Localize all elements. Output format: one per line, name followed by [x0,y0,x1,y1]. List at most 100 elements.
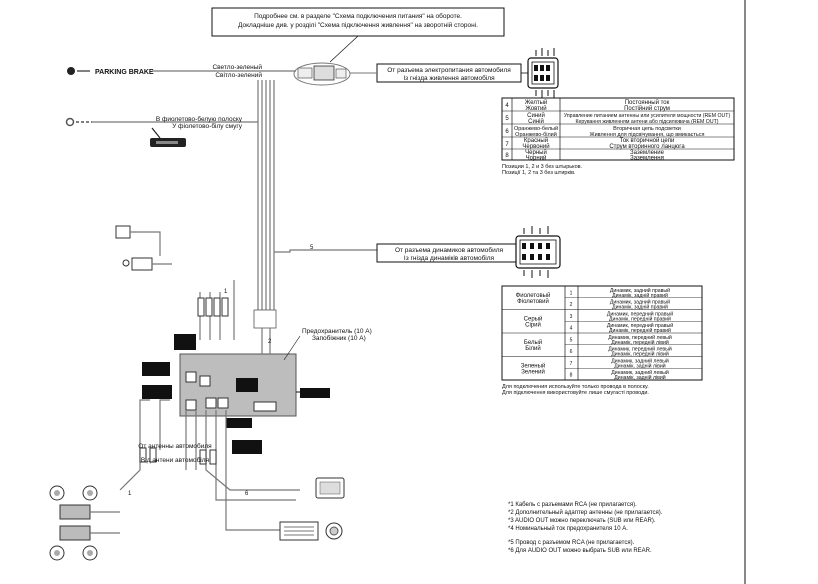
harness-connector-block [253,309,277,329]
speaker-row-pin: 3 [570,314,573,320]
parking-brake-label: PARKING BRAKE [95,69,154,76]
fuse-label-uk: Запобіжник (10 А) [312,334,366,342]
mic-jack-icon [122,259,130,267]
power-pin-table: 4 Желтый Жовтий Постоянный ток Постійний… [501,97,735,162]
callout-6: 6 [245,491,249,497]
power-harness-plug [293,62,351,86]
power-row-color-uk: Чорний [526,155,547,162]
parking-brake-terminal-icon [67,67,75,75]
speakers-group-icon [49,485,120,561]
note-item: *6 Для AUDIO OUT можно выбрать SUB или R… [508,548,652,554]
speaker-row-desc-ru: Динамик, задний левый [611,358,669,365]
speaker-row-desc-uk: Динамік, задній лівий [614,363,666,370]
remote-input-icon [115,225,131,239]
note-item: *5 Провод с разъемом RCA (не прилагается… [508,540,635,546]
speaker-row-desc-ru: Динамик, задний правый [610,299,670,306]
violet-stripe-uk: У фіолетово-білу смугу [172,122,242,130]
power-row-color-ru: Синий [527,112,545,119]
speaker-row-desc-uk: Динамік, передній правий [609,316,671,323]
tag-label-icon [226,418,252,428]
power-row-color-uk: Синій [528,118,544,125]
speaker-group-color-ru: Фиолетовый [516,292,551,299]
power-row-desc-ru: Заземление [630,150,665,156]
tag-label-icon [232,440,262,454]
power-row-color-ru: Желтый [525,99,548,106]
speaker-group-color-ru: Белый [524,339,542,346]
power-footnote-ru: Позиции 1, 2 и 3 без штырьков. [502,164,583,170]
power-row-pin: 8 [505,153,509,159]
power-row-color-uk: Жовтий [525,105,546,112]
speaker-row-desc-uk: Динамік, задній правий [612,292,668,299]
speaker-group-color-uk: Зелений [521,369,545,376]
speaker-row-desc-uk: Динамік, передній лівий [611,351,669,358]
callout-1b: 1 [128,491,132,497]
speaker-row-pin: 6 [570,349,573,355]
power-row-color-uk: Оранжево-білий [515,131,557,138]
antenna-label-ru: От антенны автомобиля [138,442,212,450]
speaker-connector-icon [515,226,561,278]
speaker-row-desc-ru: Динамик, передний левый [608,346,672,353]
power-row-color-ru: Оранжево-белый [514,125,558,132]
note-item: *4 Номинальный ток предохранителя 10 А. [508,525,628,532]
speaker-group-color-uk: Сірий [525,322,541,329]
rca-lead-wires [119,280,300,531]
speaker-row-pin: 2 [570,302,573,308]
speaker-row-pin: 4 [570,326,573,332]
speaker-pin-table: Фиолетовый Фіолетовий 1 Динамик, задний … [501,285,703,381]
power-row-color-uk: Червоний [522,143,549,150]
power-row-desc-uk: Керування живленням антени або підсилюва… [576,119,719,125]
power-row-pin: 4 [505,103,509,109]
rca-plug-icons [139,297,229,465]
speaker-footnote-uk: Для підключення використовуйте лише смуг… [502,389,649,396]
callout-2: 2 [268,339,272,345]
speaker-group-color-ru: Зеленый [521,363,546,370]
tag-label-icon [236,378,258,392]
speaker-row-desc-uk: Динамік, задній правий [612,304,668,311]
speaker-connector-title-ru: От разъема динамиков автомобиля [395,246,504,254]
note-item: *2 Дополнительный адаптер антенны (не пр… [508,509,663,516]
power-row-pin: 6 [505,129,509,135]
note-item: *3 AUDIO OUT можно переключать (SUB или … [508,518,656,524]
light-green-uk: Світло-зелений [215,71,262,79]
power-row-color-ru: Черный [525,149,547,156]
leader-line [329,35,359,63]
speaker-row-desc-ru: Динамик, задний правый [610,287,670,294]
speaker-row-desc-ru: Динамик, передний правый [607,311,673,318]
speaker-harness-wire [274,249,377,253]
power-row-pin: 7 [505,142,509,148]
power-footnote-uk: Позиції 1, 2 та 3 без штирків. [502,170,576,176]
speaker-footnote-ru: Для подключения используйте только прово… [502,383,649,390]
speaker-row-pin: 8 [570,373,573,379]
antenna-label-uk: Від антени автомобіля [141,456,210,464]
power-row-desc-uk: Живлення для підсвічування, що вмикаєтьс… [590,132,705,138]
tag-label-icon [300,388,330,398]
rca-adapter-icon [131,257,153,271]
power-connector-icon [527,48,559,98]
speaker-row-pin: 7 [570,361,573,367]
notes-block: *1 Кабель с разъемами RCA (не прилагаетс… [508,502,663,554]
speaker-row-desc-uk: Динамік, передній правий [609,327,671,334]
main-harness [257,80,275,312]
power-row-desc-ru: Постоянный ток [625,99,670,106]
speaker-row-desc-ru: Динамик, передний левый [608,334,672,341]
tag-label-icon [174,334,196,350]
power-connector-title-ru: От разъема электропитания автомобиля [387,66,511,74]
speaker-row-desc-ru: Динамик, задний левый [611,369,669,376]
power-row-desc-ru: Вторичная цепь подсветки [613,126,681,132]
power-row-desc-ru: Управление питанием антенны или усилител… [564,113,731,119]
power-connector-title-uk: Із гнізда живлення автомобіля [403,74,495,82]
speaker-connector-title-uk: Із гнізда динаміків автомобіля [404,254,495,262]
power-row-desc-uk: Постійний струм [624,105,670,112]
header-note-uk: Докладніше див. у розділі "Схема підключ… [238,21,478,29]
power-row-desc-uk: Заземлення [630,156,664,162]
unit-jacks [185,371,277,412]
light-green-ru: Светло-зеленый [212,63,262,71]
speaker-group-color-uk: Білий [525,345,540,352]
speaker-row-pin: 5 [570,338,573,344]
speaker-group-color-ru: Серый [524,316,543,323]
speaker-row-desc-ru: Динамик, передний правый [607,322,673,329]
header-note-ru: Подробнее см. в разделе "Схема подключен… [254,12,462,20]
violet-stripe-ru: В фиолетово-белую полоску [156,115,243,123]
speaker-row-pin: 1 [570,291,573,297]
